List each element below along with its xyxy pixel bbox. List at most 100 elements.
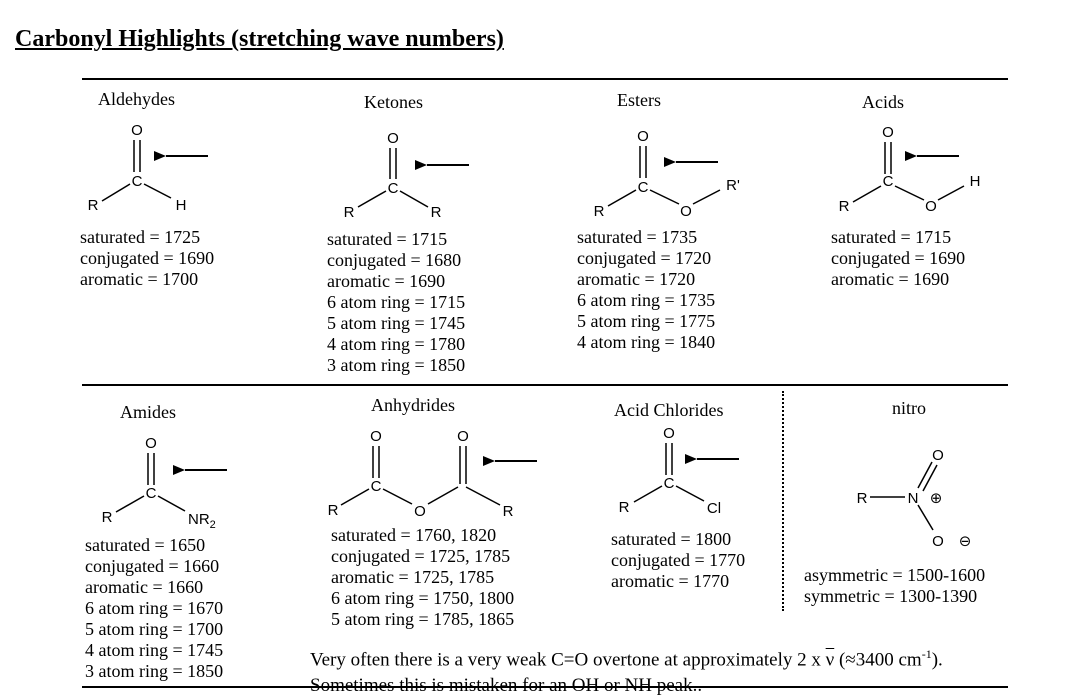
value-line: 5 atom ring = 1775 [577,311,716,331]
value-line: aromatic = 1690 [831,269,950,289]
middle-divider [82,384,1008,386]
atom-r: R [344,204,355,221]
value-line: asymmetric = 1500-1600 [804,565,986,585]
atom-oxygen: O [457,428,469,445]
atom-r: R [431,204,442,221]
value-line: saturated = 1725 [80,227,201,247]
atom-oxygen: O [131,122,143,139]
atom-carbon: C [388,180,399,197]
atom-carbon: C [638,179,649,196]
atom-r: R [619,499,630,516]
ketone-structure: O C R R [344,130,469,221]
acids-values: saturated = 1715 conjugated = 1690 aroma… [831,227,965,290]
aldehyde-structure: O C R H [88,122,208,214]
amides-values: saturated = 1650 conjugated = 1660 aroma… [85,535,223,682]
atom-carbon: C [883,173,894,190]
atom-r: R [857,490,868,507]
atom-oxygen: O [387,130,399,147]
atom-oxygen: O [925,198,937,215]
top-divider [82,78,1008,80]
note-line-2: Sometimes this is mistaken for an OH or … [310,675,703,697]
value-line: conjugated = 1690 [80,248,215,268]
overtone-note: Very often there is a very weak C=O over… [310,641,943,699]
esters-header: Esters [617,90,661,110]
value-line: 3 atom ring = 1850 [85,661,224,681]
value-line: aromatic = 1660 [85,577,204,597]
amide-structure: O C R NR2 [102,435,227,531]
atom-chlorine: Cl [707,500,721,517]
value-line: 5 atom ring = 1785, 1865 [331,609,515,629]
atom-oxygen: O [882,124,894,141]
anhydrides-values: saturated = 1760, 1820 conjugated = 1725… [331,525,514,630]
dotted-divider [782,391,784,611]
amides-header: Amides [120,402,176,422]
note-line-1: Very often there is a very weak C=O over… [310,647,943,671]
atom-oxygen: O [932,533,944,550]
aldehydes-values: saturated = 1725 conjugated = 1690 aroma… [80,227,214,290]
atom-r-prime: R' [726,177,740,194]
value-line: 6 atom ring = 1715 [327,292,466,312]
value-line: 6 atom ring = 1670 [85,598,224,618]
atom-carbon: C [132,173,143,190]
value-line: conjugated = 1690 [831,248,966,268]
value-line: aromatic = 1700 [80,269,199,289]
value-line: symmetric = 1300-1390 [804,586,978,606]
atom-r: R [328,502,339,519]
plus-charge-icon: ⊕ [930,490,943,507]
acids-header: Acids [862,92,904,112]
atom-nitrogen: N [908,490,919,507]
nitro-values: asymmetric = 1500-1600 symmetric = 1300-… [804,565,985,607]
value-line: saturated = 1715 [327,229,448,249]
value-line: 5 atom ring = 1700 [85,619,224,639]
value-line: saturated = 1800 [611,529,732,549]
acid-chloride-structure: O C R Cl [619,425,739,517]
atom-oxygen: O [680,203,692,220]
value-line: 6 atom ring = 1735 [577,290,716,310]
atom-carbon: C [146,485,157,502]
atom-r: R [839,198,850,215]
value-line: conjugated = 1680 [327,250,462,270]
value-line: 4 atom ring = 1745 [85,640,224,660]
atom-oxygen: O [932,447,944,464]
value-line: 3 atom ring = 1850 [327,355,466,375]
atom-oxygen: O [370,428,382,445]
atom-nr2: NR2 [188,511,216,531]
value-line: saturated = 1760, 1820 [331,525,497,545]
minus-charge-icon: ⊖ [959,533,972,550]
value-line: conjugated = 1720 [577,248,712,268]
ketones-header: Ketones [364,92,423,112]
value-line: aromatic = 1770 [611,571,730,591]
atom-r: R [503,503,514,520]
atom-oxygen: O [637,128,649,145]
ester-structure: O C R O R' [594,128,740,220]
value-line: saturated = 1715 [831,227,952,247]
esters-values: saturated = 1735 conjugated = 1720 aroma… [577,227,715,353]
value-line: 5 atom ring = 1745 [327,313,466,333]
value-line: 4 atom ring = 1780 [327,334,466,354]
ketones-values: saturated = 1715 conjugated = 1680 aroma… [327,229,465,376]
atom-oxygen: O [145,435,157,452]
value-line: 4 atom ring = 1840 [577,332,716,352]
value-line: aromatic = 1690 [327,271,446,291]
atom-carbon: C [664,475,675,492]
nitro-header: nitro [892,398,926,418]
atom-hydrogen: H [970,173,981,190]
atom-oxygen: O [414,503,426,520]
atom-carbon: C [371,478,382,495]
atom-r: R [594,203,605,220]
atom-oxygen: O [663,425,675,442]
nu-symbol: ν [825,649,835,671]
value-line: saturated = 1650 [85,535,206,555]
value-line: conjugated = 1725, 1785 [331,546,511,566]
page-title: Carbonyl Highlights (stretching wave num… [15,26,504,52]
atom-r: R [88,197,99,214]
anhydrides-header: Anhydrides [371,395,455,415]
acid-structure: O C R O H [839,124,981,215]
nitro-structure: R N O ⊕ O ⊖ [857,447,972,550]
value-line: aromatic = 1725, 1785 [331,567,495,587]
value-line: aromatic = 1720 [577,269,696,289]
atom-r: R [102,509,113,526]
value-line: conjugated = 1660 [85,556,220,576]
value-line: 6 atom ring = 1750, 1800 [331,588,515,608]
anhydride-structure: O C R O O R [328,428,537,520]
